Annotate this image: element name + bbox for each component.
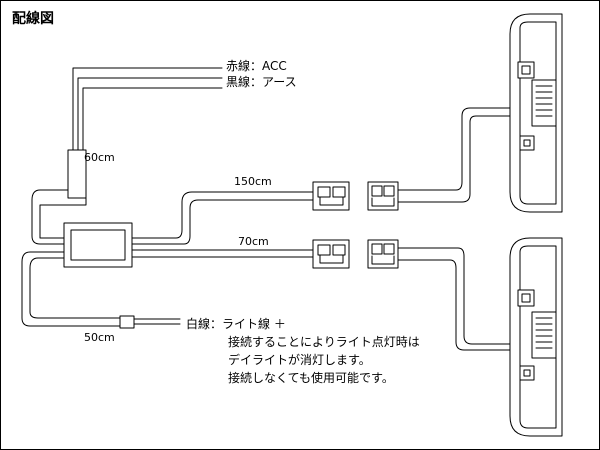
connector-bottom-male <box>312 239 350 269</box>
cable-150cm-a <box>131 191 314 239</box>
label-black-wire: 黒線：アース <box>226 75 297 89</box>
connector-bottom-female <box>367 239 407 269</box>
white-wire-end <box>119 315 135 329</box>
label-60cm: 60cm <box>84 151 115 164</box>
control-box <box>63 222 133 268</box>
cable-to-box-outer <box>31 189 69 245</box>
acc-ground-leads <box>72 67 223 151</box>
label-white-wire: 白線：ライト線 ＋ <box>186 317 286 331</box>
note-line-2: デイライトが消灯します。 <box>228 353 371 367</box>
cable-150cm-b <box>131 199 314 245</box>
label-50cm: 50cm <box>84 331 115 344</box>
cable-top-lamp-b <box>405 115 515 203</box>
white-wire-tip <box>133 318 181 325</box>
connector-top-female <box>367 181 407 211</box>
cable-50cm-b <box>29 257 121 319</box>
note-line-1: 接続することによりライト点灯時は <box>228 335 420 349</box>
connector-top-male <box>312 181 350 211</box>
cable-bottom-lamp-a <box>405 247 515 345</box>
lamp-unit-top <box>509 13 563 213</box>
label-red-wire: 赤線：ACC <box>226 59 287 73</box>
note-line-3: 接続しなくても使用可能です。 <box>228 371 394 385</box>
lamp-unit-bottom <box>509 237 563 437</box>
label-150cm: 150cm <box>234 175 272 188</box>
cable-top-lamp-a <box>405 107 515 191</box>
cable-to-box-inner <box>39 189 87 239</box>
cable-bottom-lamp-b <box>405 259 515 351</box>
cable-60cm <box>67 149 87 199</box>
page-title: 配線図 <box>12 11 54 27</box>
cable-50cm-a <box>21 251 121 327</box>
label-70cm: 70cm <box>238 235 269 248</box>
